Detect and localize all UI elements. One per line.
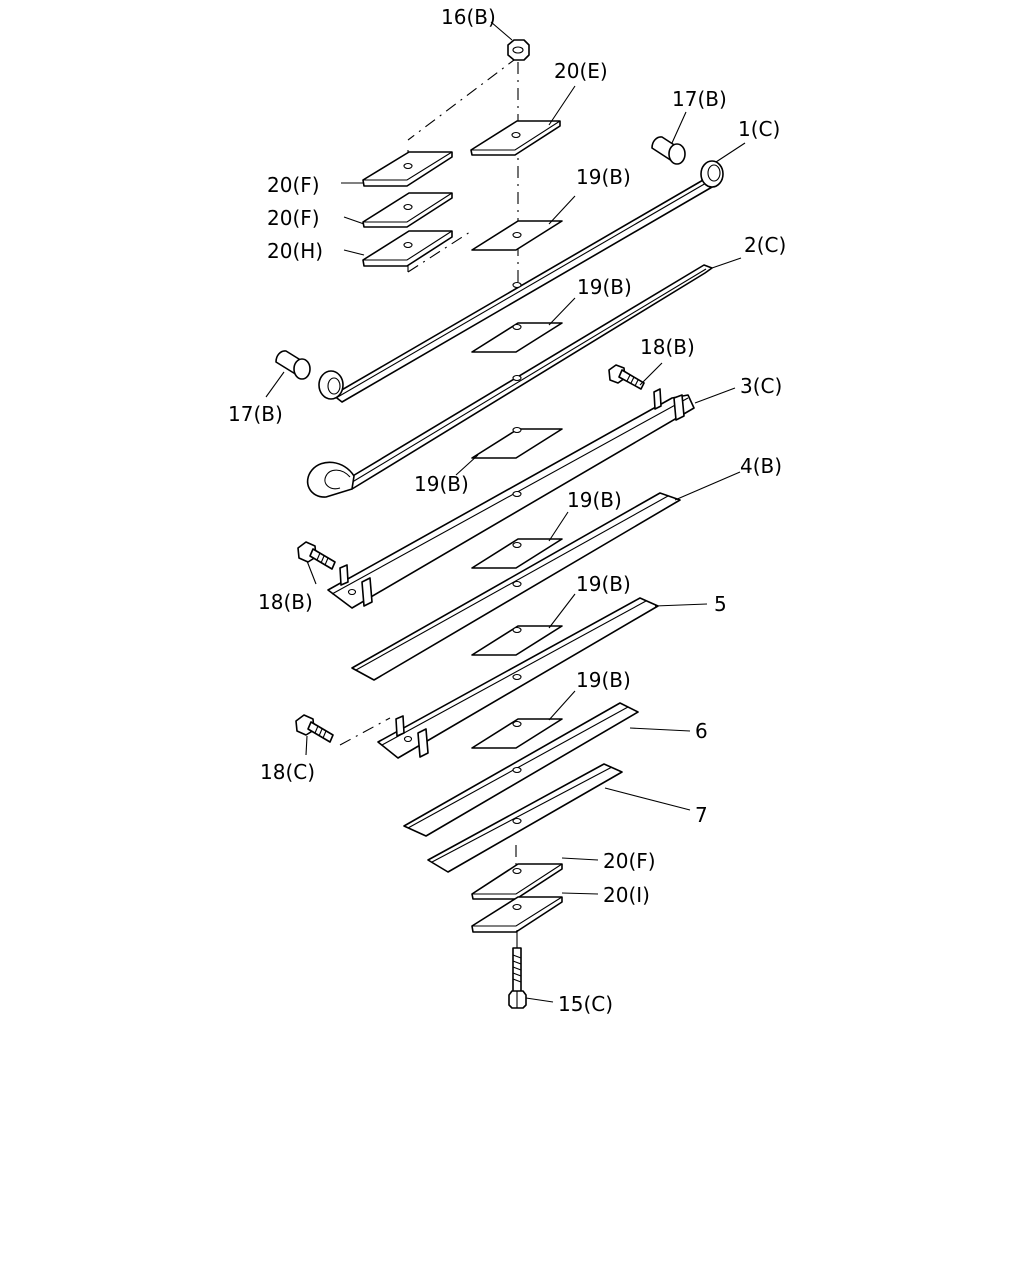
label-6: 6 — [695, 719, 708, 743]
leaf-1c — [318, 160, 724, 403]
bolt-18b-top — [608, 364, 645, 390]
bushing-17b-top — [651, 136, 686, 165]
label-18c: 18(C) — [260, 760, 315, 784]
label-17b-top: 17(B) — [672, 87, 727, 111]
leaf-2c — [306, 264, 713, 498]
bolt-18b-left — [297, 541, 336, 570]
label-20i: 20(I) — [603, 883, 650, 907]
label-19b-5: 19(B) — [576, 572, 631, 596]
label-2c: 2(C) — [744, 233, 786, 257]
leader-lines — [265, 21, 746, 1003]
label-20e: 20(E) — [554, 59, 608, 83]
label-7: 7 — [695, 803, 708, 827]
center-lines — [339, 56, 519, 875]
label-18b-left: 18(B) — [258, 590, 313, 614]
label-1c: 1(C) — [738, 117, 780, 141]
pad-19b-1 — [471, 220, 563, 251]
nut-16b — [507, 39, 530, 61]
leaf-7 — [427, 763, 623, 873]
label-20f-upper: 20(F) — [267, 173, 320, 197]
callout-labels: 16(B) 20(E) 17(B) 1(C) 20(F) 20(F) 20(H)… — [228, 5, 786, 1016]
plate-20f-middle — [362, 192, 453, 228]
label-19b-3: 19(B) — [414, 472, 469, 496]
label-20f-bottom: 20(F) — [603, 849, 656, 873]
pad-19b-3 — [471, 426, 563, 459]
label-4b: 4(B) — [740, 454, 782, 478]
plate-20f-bottom — [471, 863, 563, 900]
bolt-18c — [295, 714, 334, 743]
label-15c: 15(C) — [558, 992, 613, 1016]
label-19b-6: 19(B) — [576, 668, 631, 692]
plate-20h — [362, 230, 453, 267]
pad-19b-4 — [471, 538, 563, 569]
leaf-3c — [327, 388, 695, 609]
leaf-6 — [403, 702, 639, 837]
center-bolt-15c — [508, 930, 527, 1009]
label-19b-4: 19(B) — [567, 488, 622, 512]
label-19b-2: 19(B) — [577, 275, 632, 299]
label-20h: 20(H) — [267, 239, 323, 263]
leaf-4b — [351, 492, 681, 681]
label-20f-middle: 20(F) — [267, 206, 320, 230]
label-5: 5 — [714, 592, 727, 616]
plate-20f-upper — [362, 151, 453, 187]
pad-19b-5 — [471, 625, 563, 656]
plate-20e — [470, 120, 561, 156]
plate-20i — [471, 896, 563, 933]
bushing-17b-left — [275, 350, 311, 380]
label-17b-left: 17(B) — [228, 402, 283, 426]
label-19b-1: 19(B) — [576, 165, 631, 189]
pad-19b-2 — [471, 322, 563, 353]
label-16b: 16(B) — [441, 5, 496, 29]
label-3c: 3(C) — [740, 374, 782, 398]
pad-19b-6 — [471, 718, 563, 749]
label-18b-top: 18(B) — [640, 335, 695, 359]
